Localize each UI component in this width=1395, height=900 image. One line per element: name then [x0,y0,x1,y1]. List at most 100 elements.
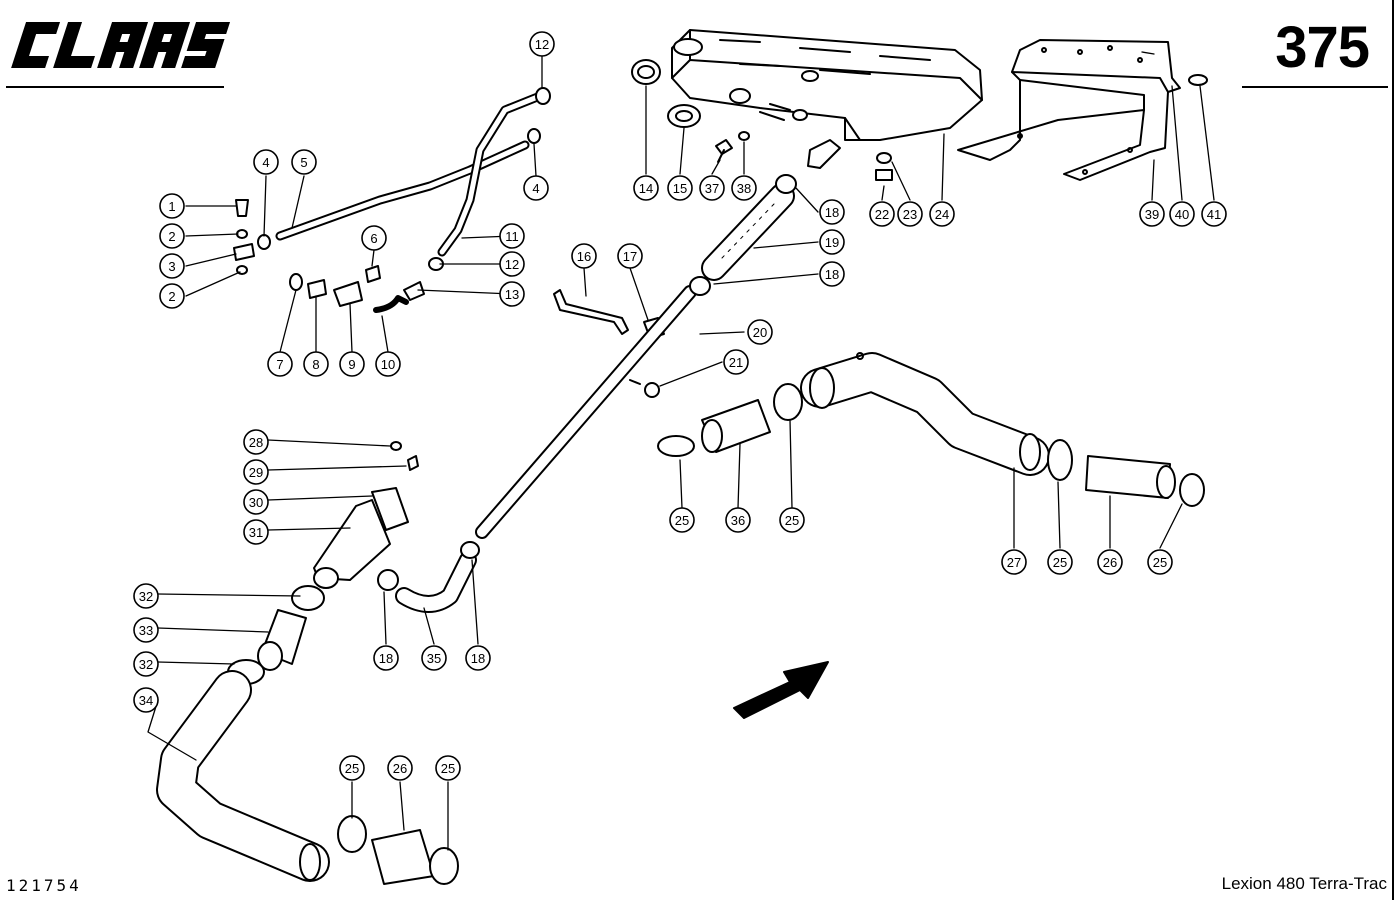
flow-arrow [733,661,829,719]
callout-circle [387,755,413,781]
callout-number: 27 [1007,555,1021,570]
callout-circle [421,645,447,671]
callout-18: 18 [819,199,845,225]
callout-circle [897,201,923,227]
callout-circle [339,351,365,377]
callout-circle [617,243,643,269]
expansion-tank [671,29,983,169]
callout-circle [669,507,695,533]
callout-33: 33 [133,617,159,643]
callout-2: 2 [159,283,185,309]
callout-20: 20 [747,319,773,345]
callout-circle [499,223,525,249]
callout-circle [303,351,329,377]
page-number: 375 [1275,15,1370,80]
callout-34: 34 [133,687,159,713]
callout-35: 35 [421,645,447,671]
callout-32: 32 [133,651,159,677]
callout-circle [133,617,159,643]
callout-number: 9 [348,357,355,372]
callout-circle [529,31,555,57]
callout-circle [571,243,597,269]
callout-25: 25 [1147,549,1173,575]
callout-number: 18 [825,205,839,220]
callout-circle [731,175,757,201]
callout-39: 39 [1139,201,1165,227]
callout-circle [339,755,365,781]
callout-number: 19 [825,235,839,250]
callout-number: 25 [675,513,689,528]
callout-13: 13 [499,281,525,307]
callout-18: 18 [819,261,845,287]
callout-number: 16 [577,249,591,264]
callout-31: 31 [243,519,269,545]
callout-number: 32 [139,657,153,672]
callout-2: 2 [159,223,185,249]
callout-number: 39 [1145,207,1159,222]
callout-24: 24 [929,201,955,227]
callout-12: 12 [499,251,525,277]
callout-30: 30 [243,489,269,515]
callout-circle [819,229,845,255]
callout-number: 18 [471,651,485,666]
callout-circle [465,645,491,671]
callout-circle [499,251,525,277]
callout-number: 8 [312,357,319,372]
callout-number: 25 [785,513,799,528]
claas-logo [11,22,230,68]
callout-21: 21 [723,349,749,375]
callout-1: 1 [159,193,185,219]
filler-cap-14 [631,59,661,85]
callout-number: 36 [731,513,745,528]
callout-number: 23 [903,207,917,222]
callout-number: 31 [249,525,263,540]
callout-number: 26 [393,761,407,776]
callout-number: 41 [1207,207,1221,222]
hose-26b [371,829,435,885]
callout-circle [133,651,159,677]
callout-number: 4 [262,155,269,170]
callout-number: 2 [168,289,175,304]
callout-circle [1001,549,1027,575]
callout-25: 25 [669,507,695,533]
callout-circle [243,459,269,485]
callout-40: 40 [1169,201,1195,227]
callout-circle [373,645,399,671]
callout-3: 3 [159,253,185,279]
callout-number: 25 [1053,555,1067,570]
callout-circle [723,349,749,375]
callout-number: 33 [139,623,153,638]
callout-circle [779,507,805,533]
callout-circle [1169,201,1195,227]
callout-circle [1201,201,1227,227]
callout-circle [869,201,895,227]
callout-7: 7 [267,351,293,377]
callout-25: 25 [339,755,365,781]
callout-38: 38 [731,175,757,201]
frame-border [1392,0,1394,900]
callout-circle [929,201,955,227]
callout-18: 18 [465,645,491,671]
callout-4: 4 [253,149,279,175]
callout-circle [1147,549,1173,575]
header-rule-left [6,86,224,88]
callout-10: 10 [375,351,401,377]
callout-number: 24 [935,207,949,222]
callout-circle [375,351,401,377]
callout-number: 21 [729,355,743,370]
callout-number: 34 [139,693,153,708]
callout-number: 26 [1103,555,1117,570]
callout-circle [699,175,725,201]
callout-circle [243,519,269,545]
callout-number: 11 [505,229,519,244]
callout-23: 23 [897,201,923,227]
callout-number: 29 [249,465,263,480]
callout-25: 25 [779,507,805,533]
callout-16: 16 [571,243,597,269]
callout-circle [1139,201,1165,227]
callout-25: 25 [435,755,461,781]
callout-number: 32 [139,589,153,604]
callout-22: 22 [869,201,895,227]
